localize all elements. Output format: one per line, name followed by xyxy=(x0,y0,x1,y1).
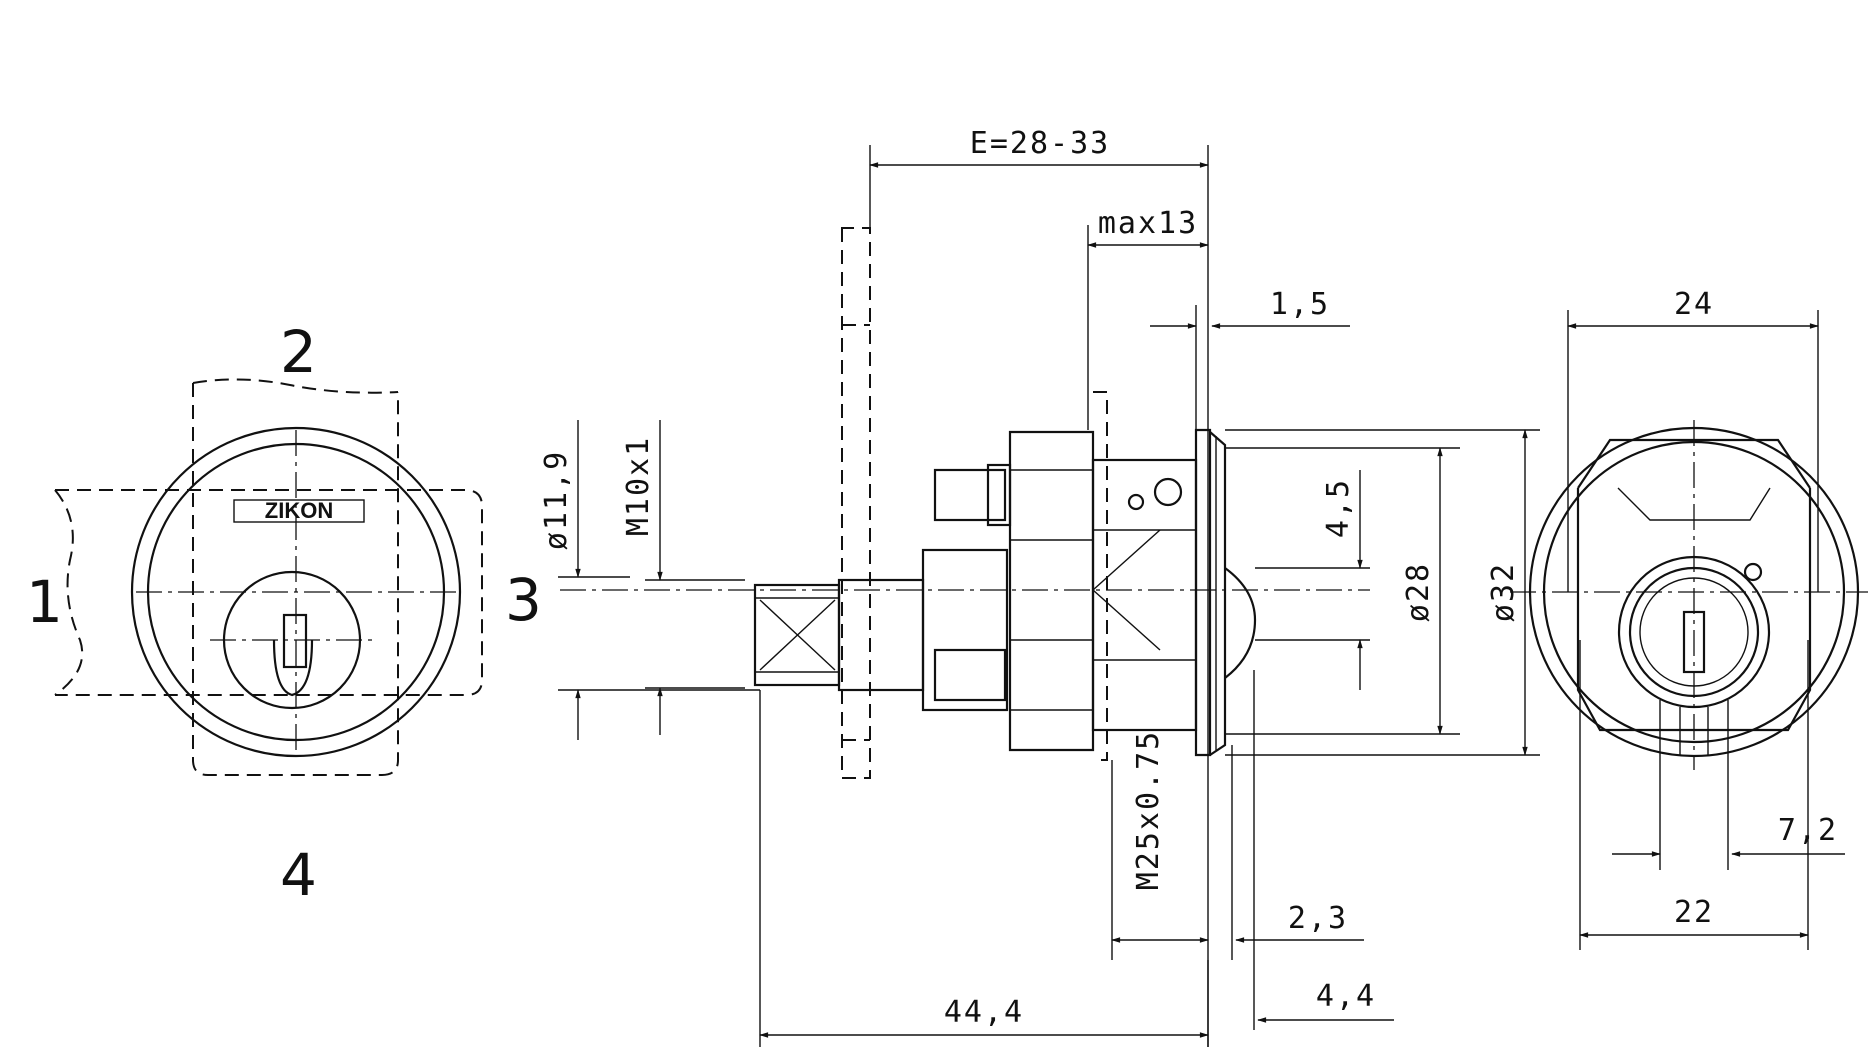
dim-dia28: ø28 xyxy=(1401,562,1436,622)
dim-1-5: 1,5 xyxy=(1270,287,1330,322)
flange xyxy=(1209,431,1227,756)
dim-max13: max13 xyxy=(1098,206,1198,241)
callout-2: 2 xyxy=(280,318,317,386)
dim-4-4: 4,4 xyxy=(1316,979,1376,1014)
dim-dia11-9: ø11,9 xyxy=(539,450,574,550)
dim-22: 22 xyxy=(1674,895,1714,930)
dim-2-3: 2,3 xyxy=(1288,901,1348,936)
rear-view: 24 22 7,2 xyxy=(1510,287,1868,950)
dim-m10x1: M10x1 xyxy=(621,436,656,536)
dim-7-2: 7,2 xyxy=(1778,813,1838,848)
threaded-body xyxy=(1091,458,1198,732)
callout-1: 1 xyxy=(26,568,63,636)
panel-outline xyxy=(55,489,483,696)
callout-4: 4 xyxy=(280,841,317,909)
dim-24: 24 xyxy=(1674,287,1714,322)
door-section xyxy=(841,227,871,779)
dim-4-5: 4,5 xyxy=(1321,478,1356,538)
brand-text: ZIKON xyxy=(265,498,333,523)
dim-m25: M25x0.75 xyxy=(1131,730,1166,891)
dim-44-4: 44,4 xyxy=(944,995,1024,1030)
key-face xyxy=(1224,567,1257,679)
brand-badge xyxy=(233,499,365,523)
door-outline xyxy=(192,383,399,776)
hex-nut xyxy=(1008,430,1095,752)
callout-3: 3 xyxy=(505,566,542,634)
side-view: E=28-33 max13 1,5 2,3 44,4 4,4 ø11,9 M10… xyxy=(539,126,1540,1047)
dim-e-range: E=28-33 xyxy=(970,126,1110,161)
bezel-outer xyxy=(130,426,462,758)
front-view: ZIKON 1 2 3 4 xyxy=(26,318,542,909)
